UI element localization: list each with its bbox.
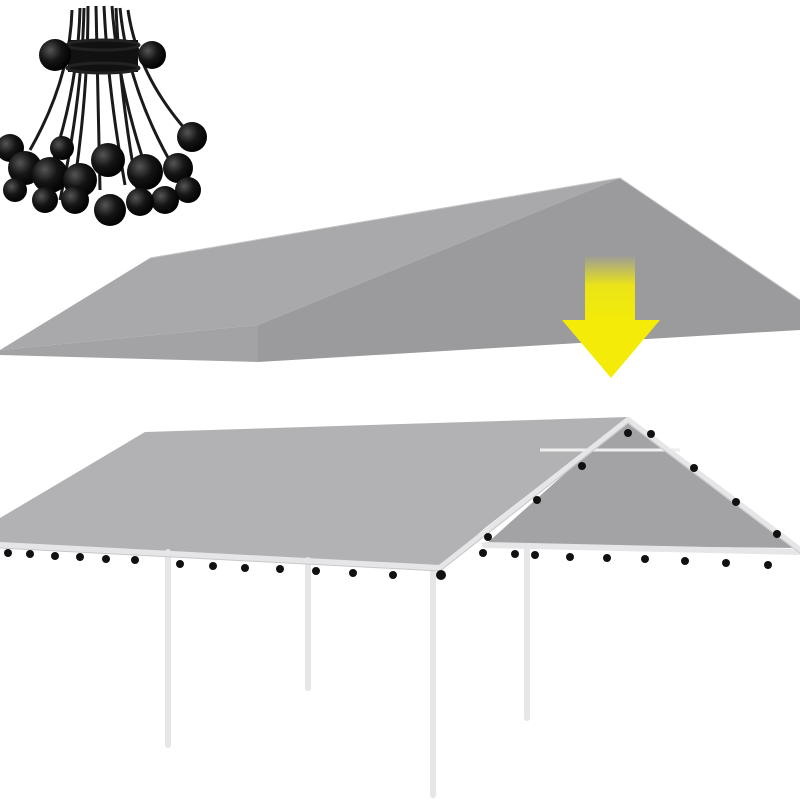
installed-canopy-frame bbox=[0, 417, 800, 798]
upper-canopy-cover bbox=[0, 177, 800, 362]
down-arrow-icon bbox=[562, 255, 660, 378]
bungee-bundle bbox=[0, 5, 207, 226]
